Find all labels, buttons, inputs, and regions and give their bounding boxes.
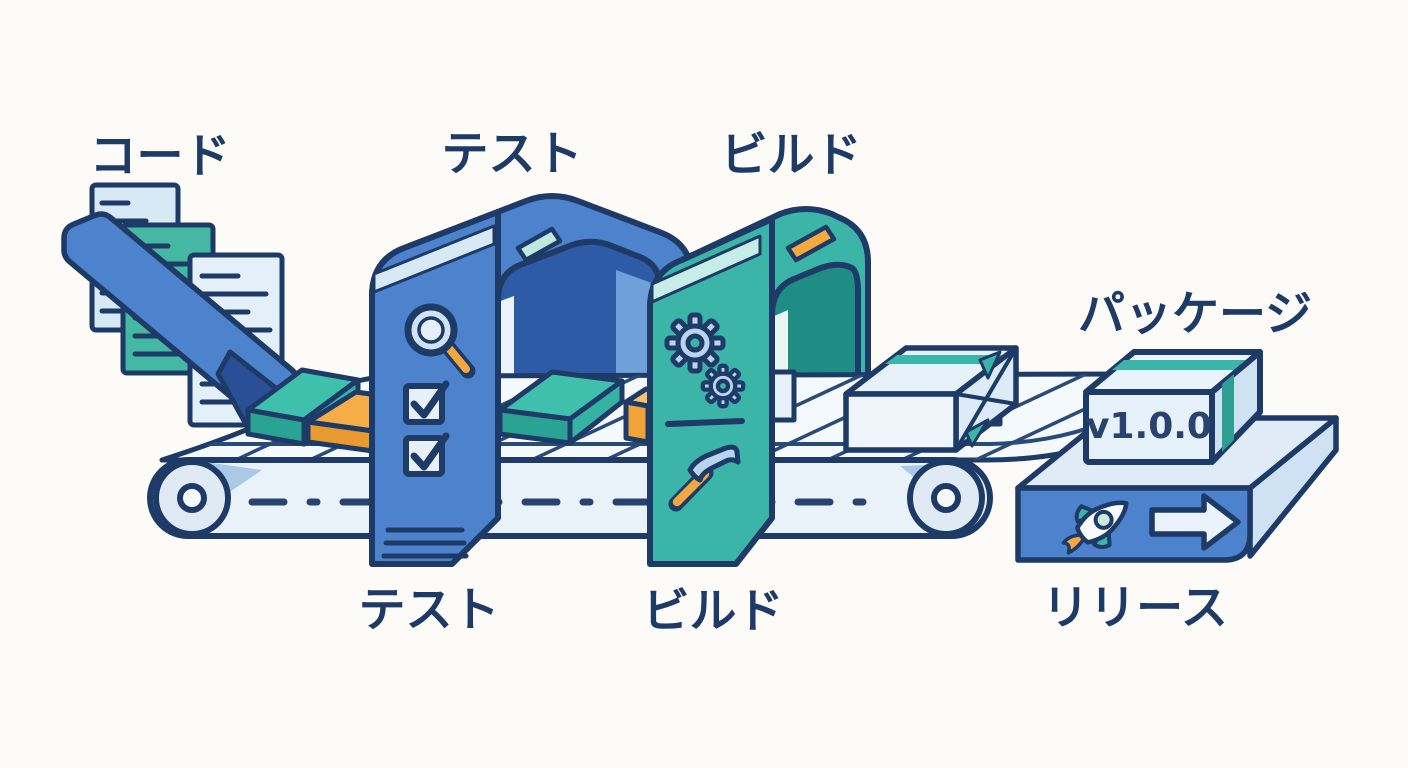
version-text: v1.0.0 <box>1086 406 1212 447</box>
pillar-divider <box>665 418 745 427</box>
code-chute <box>61 182 301 431</box>
stage-label-code: コード <box>90 129 231 184</box>
magnifier-icon <box>404 303 476 379</box>
gear-icon-large <box>664 312 726 374</box>
gear-icon-small <box>700 363 746 409</box>
arrow-right-icon <box>1149 493 1241 551</box>
test-gate-pillar <box>369 209 501 567</box>
build-gate-pillar <box>647 216 775 567</box>
checkbox-icon-2 <box>403 432 450 477</box>
stage-label-test-top: テスト <box>442 127 583 182</box>
build-gate-slot <box>785 224 837 263</box>
belt-band <box>147 457 993 539</box>
package-box: v1.0.0 <box>1083 349 1263 465</box>
wrapped-package <box>843 345 1019 453</box>
stage-label-release: リリース <box>1042 581 1228 636</box>
roller-left-hub <box>177 483 207 513</box>
test-gate-slot <box>515 226 563 263</box>
build-gate-top-strip <box>650 234 762 304</box>
hammer-icon <box>668 444 741 512</box>
stage-label-build-top: ビルド <box>721 128 862 183</box>
stage-label-test-bottom: テスト <box>359 583 500 638</box>
stage-label-package: パッケージ <box>1078 287 1312 342</box>
vent-lines <box>381 527 469 559</box>
rocket-icon <box>1061 500 1129 555</box>
test-gate-top-strip <box>372 224 496 294</box>
roller-right-hub <box>931 483 961 513</box>
checkbox-icon-1 <box>403 380 450 425</box>
stage-label-build-bottom: ビルド <box>643 584 784 639</box>
